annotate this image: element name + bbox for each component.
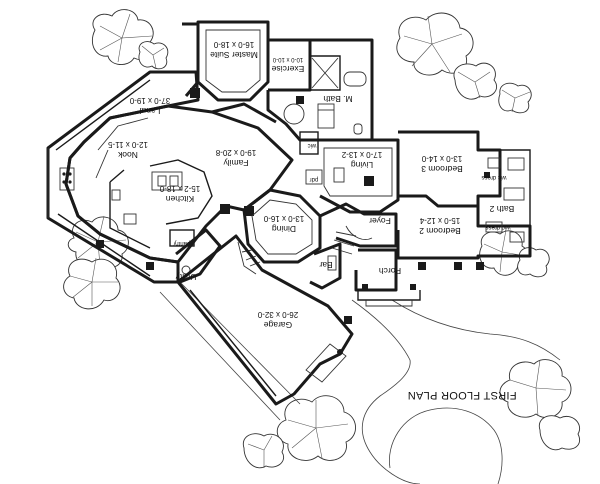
label-bedroom3: Bedroom 3 13-0 x 14-0 [421,154,463,174]
tree-bottom [242,359,580,469]
svg-text:M. Bath: M. Bath [323,94,353,104]
living-foyer-area [299,131,400,255]
svg-text:17-0 x 13-2: 17-0 x 13-2 [341,150,382,159]
svg-text:pdr: pdr [310,176,319,182]
label-dining: Dining 13-0 x 16-0 [263,214,304,234]
svg-text:Bath 2: Bath 2 [489,204,514,214]
svg-text:13-0 x 16-0: 13-0 x 16-0 [263,214,304,223]
label-bath2: Bath 2 [489,204,514,214]
svg-text:Master Suite: Master Suite [210,50,258,60]
svg-text:Exercise: Exercise [271,64,304,74]
svg-text:Family: Family [223,158,249,168]
label-family: Family 19-0 x 20-8 [215,148,256,168]
label-wic: wic [308,142,318,148]
kitchen-island [151,171,183,191]
svg-text:Foyer: Foyer [369,216,391,226]
svg-text:Dining: Dining [272,224,296,234]
svg-text:Lanai: Lanai [139,106,160,116]
bar-porch-area [309,242,421,307]
bath-shower [283,103,305,125]
label-kitchen: Kitchen 15-2 x 18-0 [159,184,200,204]
tree-top-right [396,12,532,114]
svg-text:Nook: Nook [117,150,138,160]
svg-text:Bedroom 3: Bedroom 3 [421,164,463,174]
svg-text:13-0 x 14-0: 13-0 x 14-0 [421,154,462,163]
label-bar: Bar [319,260,332,270]
svg-text:wic dress: wic dress [485,224,511,230]
label-living: Living 17-0 x 13-2 [341,150,382,170]
label-pdr: pdr [310,176,319,182]
svg-text:15-2 x 18-0: 15-2 x 18-0 [159,184,200,193]
label-master-suite: Master Suite 16-0 x 18-0 [210,40,258,60]
label-porch: Porch [379,266,401,276]
label-nook: Nook 12-0 x 11-5 [108,140,148,160]
svg-text:Bar: Bar [319,260,332,270]
svg-text:wic: wic [308,142,318,148]
garage-area [176,234,354,406]
plan-title: FIRST FLOOR PLAN [407,389,516,401]
label-exercise: Exercise 10-0 x 10-0 [271,56,304,74]
label-wic-dress-top: wic dress [481,174,507,180]
svg-text:26-0 x 32-0: 26-0 x 32-0 [257,310,298,319]
svg-text:15-0 x 12-4: 15-0 x 12-4 [419,216,460,225]
exercise-bath-area [266,38,374,142]
master-suite-area [182,20,270,102]
svg-text:Porch: Porch [379,266,401,276]
label-wic-dress-bottom: wic dress [485,224,511,230]
svg-text:19-0 x 20-8: 19-0 x 20-8 [215,148,256,157]
toilet [353,123,363,135]
tree-top-left [91,9,169,70]
room-labels: Master Suite 16-0 x 18-0 Exercise 10-0 x… [108,40,515,330]
label-foyer: Foyer [369,216,391,226]
svg-text:10-0 x 10-0: 10-0 x 10-0 [272,56,303,62]
bedroom-wing [396,130,532,270]
svg-text:Living: Living [351,160,373,170]
label-pantry: pantry [174,240,191,246]
label-m-bath: M. Bath [323,94,353,104]
svg-text:Bedroom 2: Bedroom 2 [419,226,461,236]
svg-text:Garage: Garage [264,320,293,330]
bathtub [343,71,367,87]
driveway [159,279,561,484]
svg-text:wic dress: wic dress [481,174,507,180]
svg-text:Utility: Utility [175,272,197,282]
svg-text:37-0 x 19-0: 37-0 x 19-0 [129,96,170,105]
svg-text:pantry: pantry [174,240,191,246]
svg-text:16-0 x 18-0: 16-0 x 18-0 [213,40,254,49]
label-bedroom2: Bedroom 2 15-0 x 12-4 [419,216,461,236]
label-utility: Utility [175,272,197,282]
svg-text:Kitchen: Kitchen [166,194,195,204]
tree-right [479,229,550,278]
living-fireplace [333,167,345,183]
label-garage: Garage 26-0 x 32-0 [257,310,298,330]
svg-text:12-0 x 11-5: 12-0 x 11-5 [108,140,148,149]
plan-title-group: FIRST FLOOR PLAN [407,389,516,401]
label-lanai: Lanai 37-0 x 19-0 [129,96,170,116]
family-nook-kitchen-area [64,102,294,284]
